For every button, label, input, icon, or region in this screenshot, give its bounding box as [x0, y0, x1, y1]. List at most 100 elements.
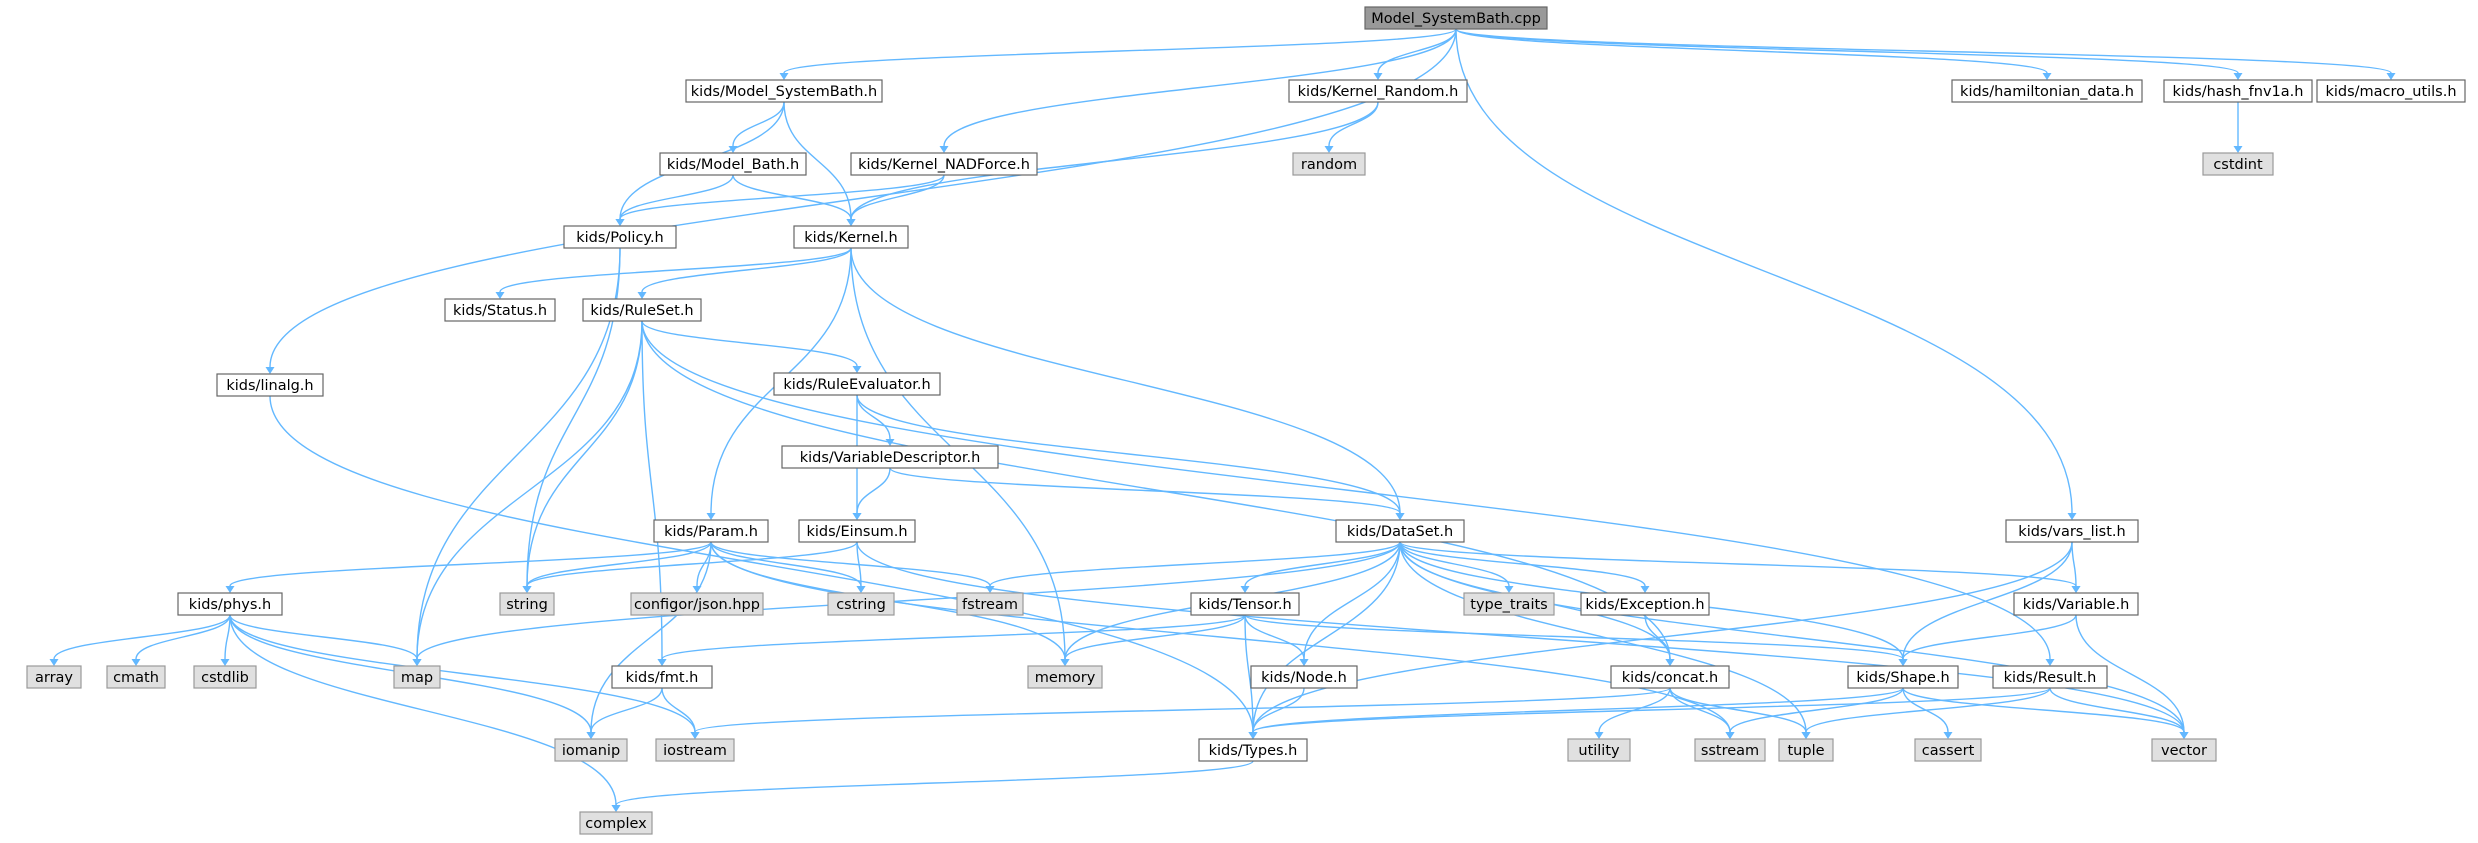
node-box-cassert	[1914, 738, 1982, 762]
node-box-kids_macro_utils_h	[2316, 79, 2466, 103]
node-tuple: tuple	[1778, 738, 1834, 762]
node-box-kids_variable_h	[2013, 592, 2139, 616]
node-kids_variabledescriptor_h[interactable]: kids/VariableDescriptor.h	[781, 445, 999, 469]
node-kids_macro_utils_h[interactable]: kids/macro_utils.h	[2316, 79, 2466, 103]
node-box-configor_json_hpp	[630, 592, 764, 616]
node-cstring: cstring	[827, 592, 895, 616]
edge-arrowhead-kids_vars_list_h-to-kids_variable_h	[2071, 586, 2081, 593]
edge-kids_kernel_random_h-to-kids_kernel_h	[850, 101, 1379, 220]
edge-arrowhead-kids_phys_h-to-array	[49, 659, 59, 666]
node-kids_ruleset_h[interactable]: kids/RuleSet.h	[582, 298, 702, 322]
edge-kids_variabledescriptor_h-to-kids_dataset_h	[889, 467, 1401, 514]
node-label-kids_tensor_h: kids/Tensor.h	[1198, 597, 1291, 613]
edge-arrowhead-kids_result_h-to-tuple	[1801, 732, 1811, 739]
edge-kids_shape_h-to-sstream	[1729, 687, 1904, 733]
edge-root-to-kids_kernel_nadforce_h	[943, 28, 1457, 147]
edges-layer	[49, 28, 2396, 812]
node-random: random	[1292, 152, 1366, 176]
node-box-kids_variabledescriptor_h	[781, 445, 999, 469]
edge-arrowhead-kids_variable_h-to-kids_shape_h	[1898, 659, 1908, 666]
edge-kids_model_systembath_h-to-kids_model_bath_h	[732, 101, 785, 147]
edge-arrowhead-kids_ruleevaluator_h-to-kids_variabledescriptor_h	[885, 439, 895, 446]
node-kids_ruleevaluator_h[interactable]: kids/RuleEvaluator.h	[773, 372, 941, 396]
node-kids_hash_fnv1a_h[interactable]: kids/hash_fnv1a.h	[2163, 79, 2313, 103]
node-kids_policy_h[interactable]: kids/Policy.h	[563, 225, 677, 249]
node-kids_model_bath_h[interactable]: kids/Model_Bath.h	[659, 152, 807, 176]
node-label-kids_param_h: kids/Param.h	[664, 524, 758, 540]
node-label-kids_ruleset_h: kids/RuleSet.h	[590, 303, 693, 319]
node-kids_node_h[interactable]: kids/Node.h	[1250, 665, 1358, 689]
edge-root-to-kids_vars_list_h	[1455, 28, 2073, 514]
node-kids_result_h[interactable]: kids/Result.h	[1992, 665, 2108, 689]
edge-kids_param_h-to-string	[526, 541, 712, 587]
node-map: map	[393, 665, 441, 689]
node-box-cstdlib	[193, 665, 257, 689]
node-label-kids_status_h: kids/Status.h	[453, 303, 547, 319]
node-kids_vars_list_h[interactable]: kids/vars_list.h	[2005, 519, 2139, 543]
node-kids_types_h[interactable]: kids/Types.h	[1198, 738, 1308, 762]
edge-arrowhead-root-to-kids_linalg_h	[265, 367, 275, 374]
edge-arrowhead-root-to-kids_hamiltonian_data_h	[2042, 73, 2052, 80]
node-kids_einsum_h[interactable]: kids/Einsum.h	[798, 519, 916, 543]
node-kids_param_h[interactable]: kids/Param.h	[653, 519, 769, 543]
node-label-kids_ruleevaluator_h: kids/RuleEvaluator.h	[783, 377, 930, 393]
edge-kids_ruleevaluator_h-to-kids_dataset_h	[856, 394, 1401, 514]
node-string: string	[499, 592, 555, 616]
node-box-kids_ruleset_h	[582, 298, 702, 322]
node-kids_model_systembath_h[interactable]: kids/Model_SystemBath.h	[685, 79, 883, 103]
edge-kids_variabledescriptor_h-to-kids_einsum_h	[856, 467, 891, 514]
node-kids_shape_h[interactable]: kids/Shape.h	[1847, 665, 1959, 689]
node-kids_hamiltonian_data_h[interactable]: kids/hamiltonian_data.h	[1951, 79, 2143, 103]
node-label-kids_kernel_h: kids/Kernel.h	[804, 230, 897, 246]
node-label-iomanip: iomanip	[562, 743, 620, 759]
edge-arrowhead-kids_tensor_h-to-memory	[1060, 659, 1070, 666]
edge-kids_tensor_h-to-kids_fmt_h	[661, 614, 1246, 660]
node-box-vector	[2151, 738, 2217, 762]
edge-arrowhead-kids_kernel_random_h-to-random	[1324, 146, 1334, 153]
node-kids_kernel_random_h[interactable]: kids/Kernel_Random.h	[1288, 79, 1468, 103]
node-vector: vector	[2151, 738, 2217, 762]
edge-arrowhead-kids_shape_h-to-cassert	[1943, 732, 1953, 739]
edge-arrowhead-root-to-kids_model_systembath_h	[779, 73, 789, 80]
node-box-kids_status_h	[444, 298, 556, 322]
node-kids_status_h[interactable]: kids/Status.h	[444, 298, 556, 322]
edge-kids_dataset_h-to-kids_tensor_h	[1244, 541, 1401, 587]
node-box-kids_fmt_h	[611, 665, 713, 689]
node-kids_tensor_h[interactable]: kids/Tensor.h	[1190, 592, 1300, 616]
edge-kids_dataset_h-to-kids_exception_h	[1399, 541, 1646, 587]
node-kids_concat_h[interactable]: kids/concat.h	[1610, 665, 1730, 689]
node-kids_kernel_nadforce_h[interactable]: kids/Kernel_NADForce.h	[850, 152, 1038, 176]
edge-kids_dataset_h-to-type_traits	[1399, 541, 1510, 587]
edge-arrowhead-root-to-kids_vars_list_h	[2067, 513, 2077, 520]
node-box-kids_linalg_h	[216, 373, 324, 397]
node-kids_fmt_h[interactable]: kids/fmt.h	[611, 665, 713, 689]
node-kids_linalg_h[interactable]: kids/linalg.h	[216, 373, 324, 397]
edge-kids_dataset_h-to-vector	[1399, 541, 2185, 733]
node-label-kids_concat_h: kids/concat.h	[1622, 670, 1718, 686]
edge-arrowhead-kids_shape_h-to-sstream	[1725, 732, 1735, 739]
edge-arrowhead-kids_dataset_h-to-kids_exception_h	[1640, 586, 1650, 593]
node-label-cstdlib: cstdlib	[201, 670, 249, 686]
node-label-kids_einsum_h: kids/Einsum.h	[806, 524, 907, 540]
node-kids_dataset_h[interactable]: kids/DataSet.h	[1335, 519, 1465, 543]
edge-kids_tensor_h-to-kids_types_h	[1244, 614, 1254, 733]
edge-kids_vars_list_h-to-kids_types_h	[1252, 541, 2073, 733]
edge-arrowhead-root-to-kids_macro_utils_h	[2386, 73, 2396, 80]
node-label-kids_shape_h: kids/Shape.h	[1856, 670, 1949, 686]
edge-kids_types_h-to-complex	[615, 760, 1254, 806]
node-label-kids_variabledescriptor_h: kids/VariableDescriptor.h	[800, 450, 981, 466]
edge-kids_tensor_h-to-kids_node_h	[1244, 614, 1305, 660]
node-complex: complex	[579, 811, 653, 835]
node-kids_variable_h[interactable]: kids/Variable.h	[2013, 592, 2139, 616]
edge-kids_concat_h-to-sstream	[1669, 687, 1731, 733]
node-box-kids_model_systembath_h	[685, 79, 883, 103]
edge-kids_exception_h-to-kids_concat_h	[1644, 614, 1671, 660]
node-kids_kernel_h[interactable]: kids/Kernel.h	[793, 225, 909, 249]
node-box-kids_tensor_h	[1190, 592, 1300, 616]
node-kids_phys_h[interactable]: kids/phys.h	[177, 592, 283, 616]
node-kids_exception_h[interactable]: kids/Exception.h	[1580, 592, 1710, 616]
edge-kids_variable_h-to-kids_shape_h	[1902, 614, 2077, 660]
node-box-utility	[1567, 738, 1631, 762]
node-box-kids_dataset_h	[1335, 519, 1465, 543]
edge-root-to-kids_model_systembath_h	[783, 28, 1457, 74]
